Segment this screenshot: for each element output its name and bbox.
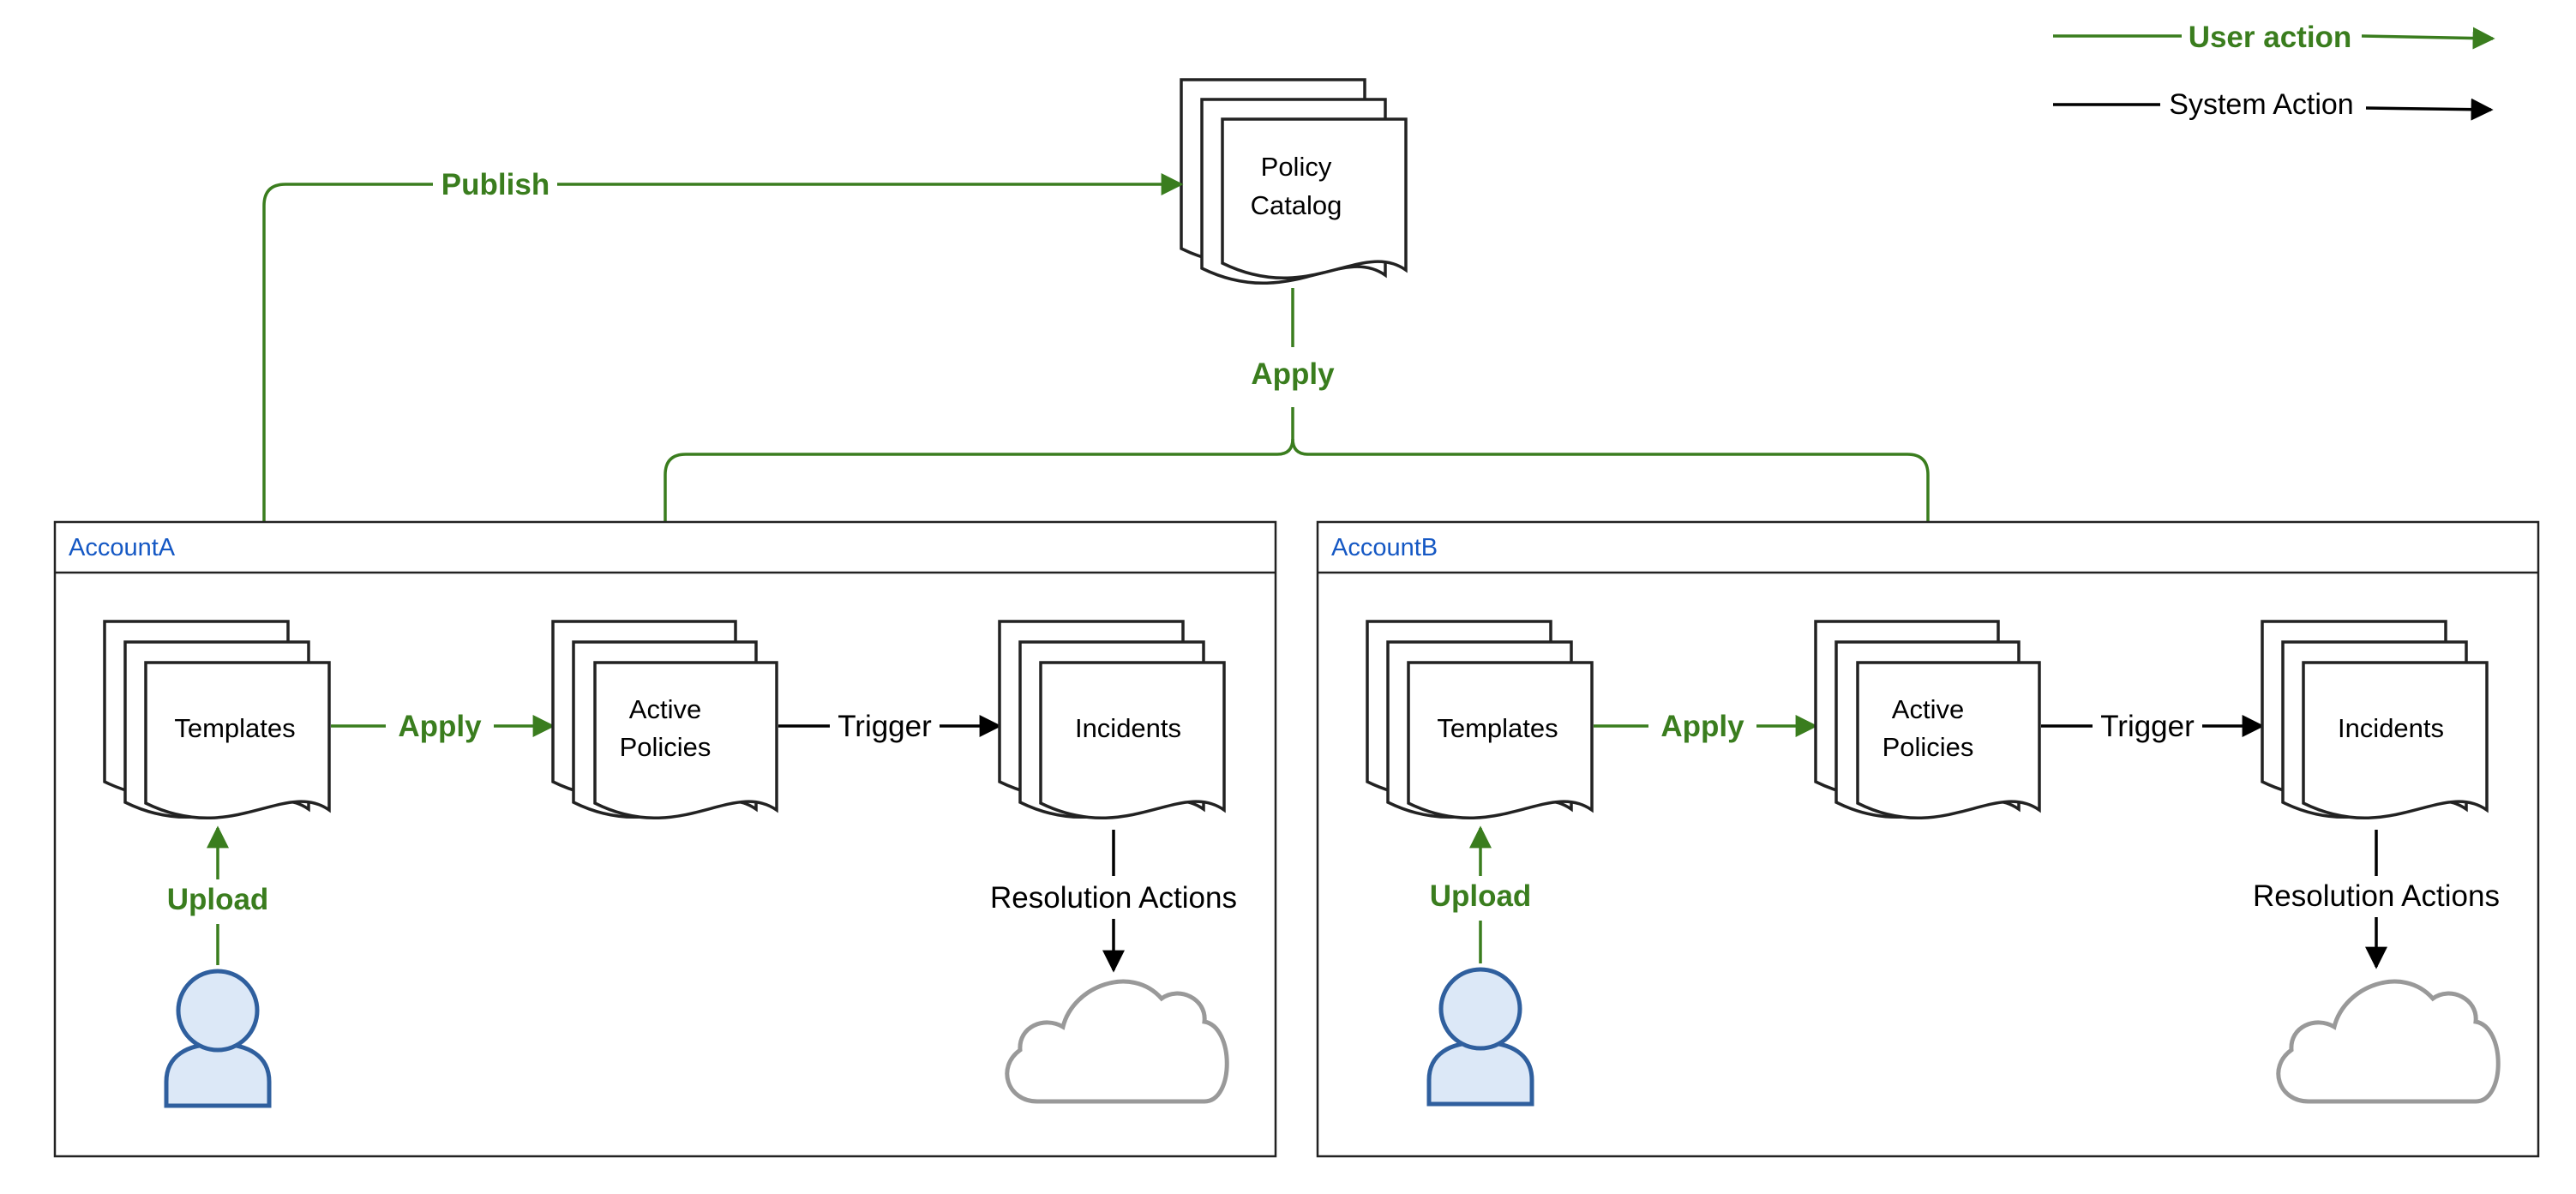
account-b-templates[interactable]: Templates [1366, 620, 1594, 819]
account-a-title: AccountA [69, 534, 176, 561]
account-b-incidents-label: Incidents [2338, 713, 2444, 743]
account-b-active-policies[interactable]: Active Policies [1814, 620, 2041, 819]
account-a: AccountA Templates Apply Active Policies [53, 520, 1277, 1158]
account-a-active-policies[interactable]: Active Policies [551, 620, 778, 819]
account-b-incidents[interactable]: Incidents [2261, 620, 2489, 819]
document-stack-icon [2261, 620, 2489, 819]
account-a-templates[interactable]: Templates [103, 620, 331, 819]
document-stack-icon [103, 620, 331, 819]
user-icon [164, 969, 272, 1108]
account-b-title: AccountB [1331, 534, 1438, 561]
account-a-incidents-label: Incidents [1075, 713, 1181, 743]
account-b-upload-label: Upload [1430, 879, 1532, 913]
account-b-templates-label: Templates [1437, 713, 1558, 743]
account-b-active-label-line2: Policies [1882, 732, 1974, 762]
catalog-apply-label: Apply [1251, 357, 1335, 391]
policy-catalog[interactable]: Policy Catalog [1180, 78, 1408, 285]
account-a-upload-label: Upload [167, 883, 269, 916]
account-b-trigger-label: Trigger [2100, 710, 2195, 743]
account-a-templates-label: Templates [174, 713, 295, 743]
account-a-active-label-line2: Policies [620, 732, 712, 762]
account-b-active-label-line1: Active [1892, 694, 1964, 724]
account-a-resolution-label: Resolution Actions [990, 881, 1237, 915]
publish-label: Publish [441, 168, 549, 201]
document-stack-icon [1366, 620, 1594, 819]
account-b-resolution-label: Resolution Actions [2253, 879, 2500, 913]
catalog-label-line1: Policy [1261, 152, 1332, 182]
cloud-icon [2276, 979, 2501, 1104]
user-icon [1426, 967, 1534, 1107]
document-stack-icon [1814, 620, 2041, 819]
publish-edge: Publish [262, 168, 1184, 624]
account-a-trigger-label: Trigger [838, 710, 932, 743]
cloud-icon [1005, 979, 1229, 1104]
document-stack-icon [1180, 78, 1408, 285]
account-a-apply-label: Apply [398, 710, 482, 743]
document-stack-icon [551, 620, 778, 819]
account-a-active-label-line1: Active [629, 694, 701, 724]
account-a-incidents[interactable]: Incidents [998, 620, 1226, 819]
legend-system-action-label: System Action [2169, 88, 2353, 121]
account-b-apply-label: Apply [1660, 710, 1744, 743]
account-b: AccountB Templates Apply Active Policies [1316, 520, 2540, 1158]
document-stack-icon [998, 620, 1226, 819]
catalog-apply-edge: Apply [654, 288, 1939, 627]
catalog-label-line2: Catalog [1251, 190, 1342, 220]
legend-user-action-label: User action [2189, 21, 2352, 54]
legend: User action System Action [2053, 21, 2495, 121]
